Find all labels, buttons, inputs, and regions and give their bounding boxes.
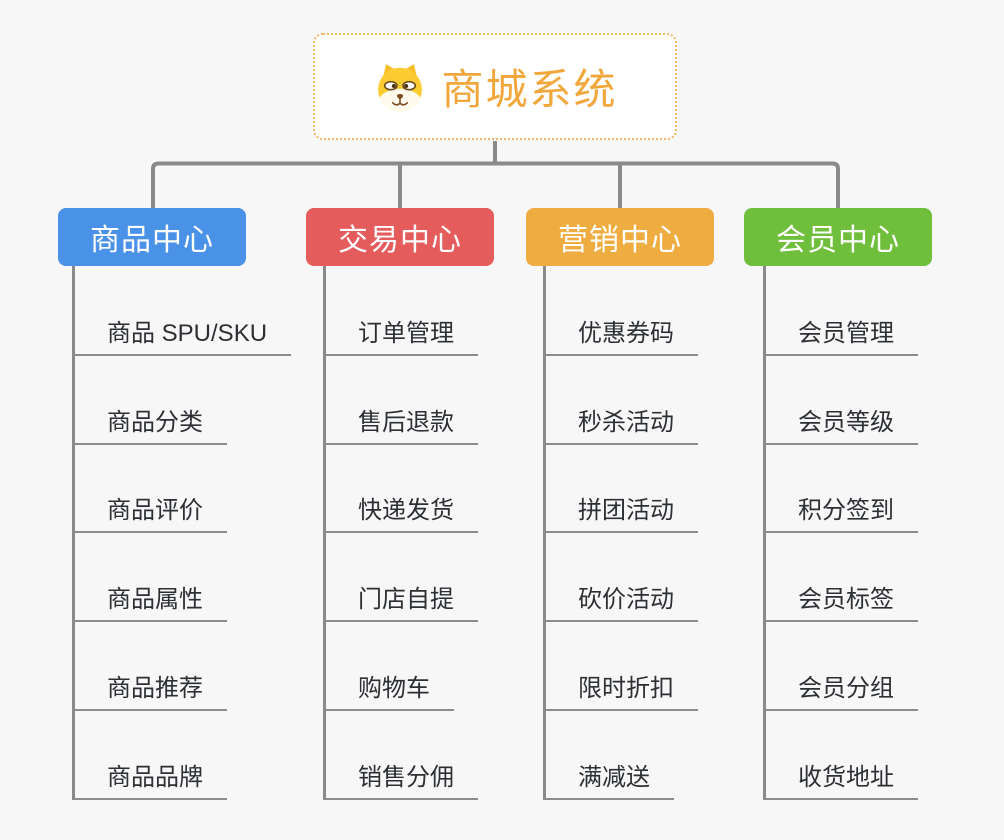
leaf-topic[interactable]: 收货地址 <box>766 754 918 800</box>
branch-children-group: 订单管理售后退款快递发货门店自提购物车销售分佣 <box>323 266 478 800</box>
leaf-topic-label: 商品推荐 <box>107 675 203 702</box>
leaf-topic-label: 销售分佣 <box>358 764 454 791</box>
leaf-topic-label: 收货地址 <box>798 764 894 791</box>
leaf-topic-label: 优惠券码 <box>578 320 674 347</box>
leaf-topic[interactable]: 商品评价 <box>75 487 227 533</box>
root-topic[interactable]: 商城系统 <box>313 33 677 140</box>
leaf-topic[interactable]: 售后退款 <box>326 399 478 445</box>
leaf-topic-label: 商品属性 <box>107 586 203 613</box>
leaf-topic-label: 满减送 <box>578 764 650 791</box>
leaf-topic-label: 拼团活动 <box>578 497 674 524</box>
leaf-topic[interactable]: 会员分组 <box>766 665 918 711</box>
leaf-topic-label: 会员分组 <box>798 675 894 702</box>
branch-children-group: 优惠券码秒杀活动拼团活动砍价活动限时折扣满减送 <box>543 266 698 800</box>
leaf-topic-label: 秒杀活动 <box>578 409 674 436</box>
leaf-topic[interactable]: 满减送 <box>546 754 674 800</box>
branch-topic-label: 会员中心 <box>776 224 900 257</box>
branch-topic-label: 商品中心 <box>90 224 214 257</box>
leaf-topic[interactable]: 拼团活动 <box>546 487 698 533</box>
leaf-topic-label: 购物车 <box>358 675 430 702</box>
leaf-topic[interactable]: 限时折扣 <box>546 665 698 711</box>
leaf-topic[interactable]: 商品推荐 <box>75 665 227 711</box>
leaf-topic-label: 商品评价 <box>107 497 203 524</box>
leaf-topic[interactable]: 快递发货 <box>326 487 478 533</box>
leaf-topic-label: 商品品牌 <box>107 764 203 791</box>
root-topic-label: 商城系统 <box>441 66 618 113</box>
leaf-topic[interactable]: 会员标签 <box>766 576 918 622</box>
leaf-topic[interactable]: 砍价活动 <box>546 576 698 622</box>
leaf-topic[interactable]: 商品分类 <box>75 399 227 445</box>
branch-topic-1[interactable]: 商品中心 <box>58 208 246 266</box>
branch-topic-3[interactable]: 营销中心 <box>526 208 714 266</box>
leaf-topic-label: 订单管理 <box>358 320 454 347</box>
branch-topic-4[interactable]: 会员中心 <box>744 208 932 266</box>
leaf-topic[interactable]: 会员等级 <box>766 399 918 445</box>
leaf-topic-label: 会员管理 <box>798 320 894 347</box>
leaf-topic[interactable]: 会员管理 <box>766 310 918 356</box>
leaf-topic-label: 会员等级 <box>798 409 894 436</box>
leaf-topic-label: 快递发货 <box>358 497 454 524</box>
leaf-topic[interactable]: 秒杀活动 <box>546 399 698 445</box>
leaf-topic[interactable]: 门店自提 <box>326 576 478 622</box>
leaf-topic[interactable]: 订单管理 <box>326 310 478 356</box>
leaf-topic[interactable]: 商品属性 <box>75 576 227 622</box>
branch-children-group: 会员管理会员等级积分签到会员标签会员分组收货地址 <box>763 266 918 800</box>
branch-topic-label: 营销中心 <box>558 224 682 257</box>
dog-face-icon <box>378 63 423 111</box>
leaf-topic-label: 门店自提 <box>358 586 454 613</box>
branch-topic-2[interactable]: 交易中心 <box>306 208 494 266</box>
leaf-topic-label: 商品分类 <box>107 409 203 436</box>
leaf-topic[interactable]: 商品 SPU/SKU <box>75 310 292 356</box>
leaf-topic[interactable]: 积分签到 <box>766 487 918 533</box>
leaf-topic[interactable]: 商品品牌 <box>75 754 227 800</box>
leaf-topic[interactable]: 销售分佣 <box>326 754 478 800</box>
branch-topic-label: 交易中心 <box>338 224 462 257</box>
leaf-topic-label: 会员标签 <box>798 586 894 613</box>
leaf-topic-label: 售后退款 <box>358 409 454 436</box>
leaf-topic[interactable]: 优惠券码 <box>546 310 698 356</box>
leaf-topic[interactable]: 购物车 <box>326 665 454 711</box>
leaf-topic-label: 商品 SPU/SKU <box>107 320 268 347</box>
leaf-topic-label: 积分签到 <box>798 497 894 524</box>
leaf-topic-label: 砍价活动 <box>578 586 674 613</box>
branch-children-group: 商品 SPU/SKU 商品分类商品评价商品属性商品推荐商品品牌 <box>72 266 292 800</box>
leaf-topic-label: 限时折扣 <box>578 675 674 702</box>
